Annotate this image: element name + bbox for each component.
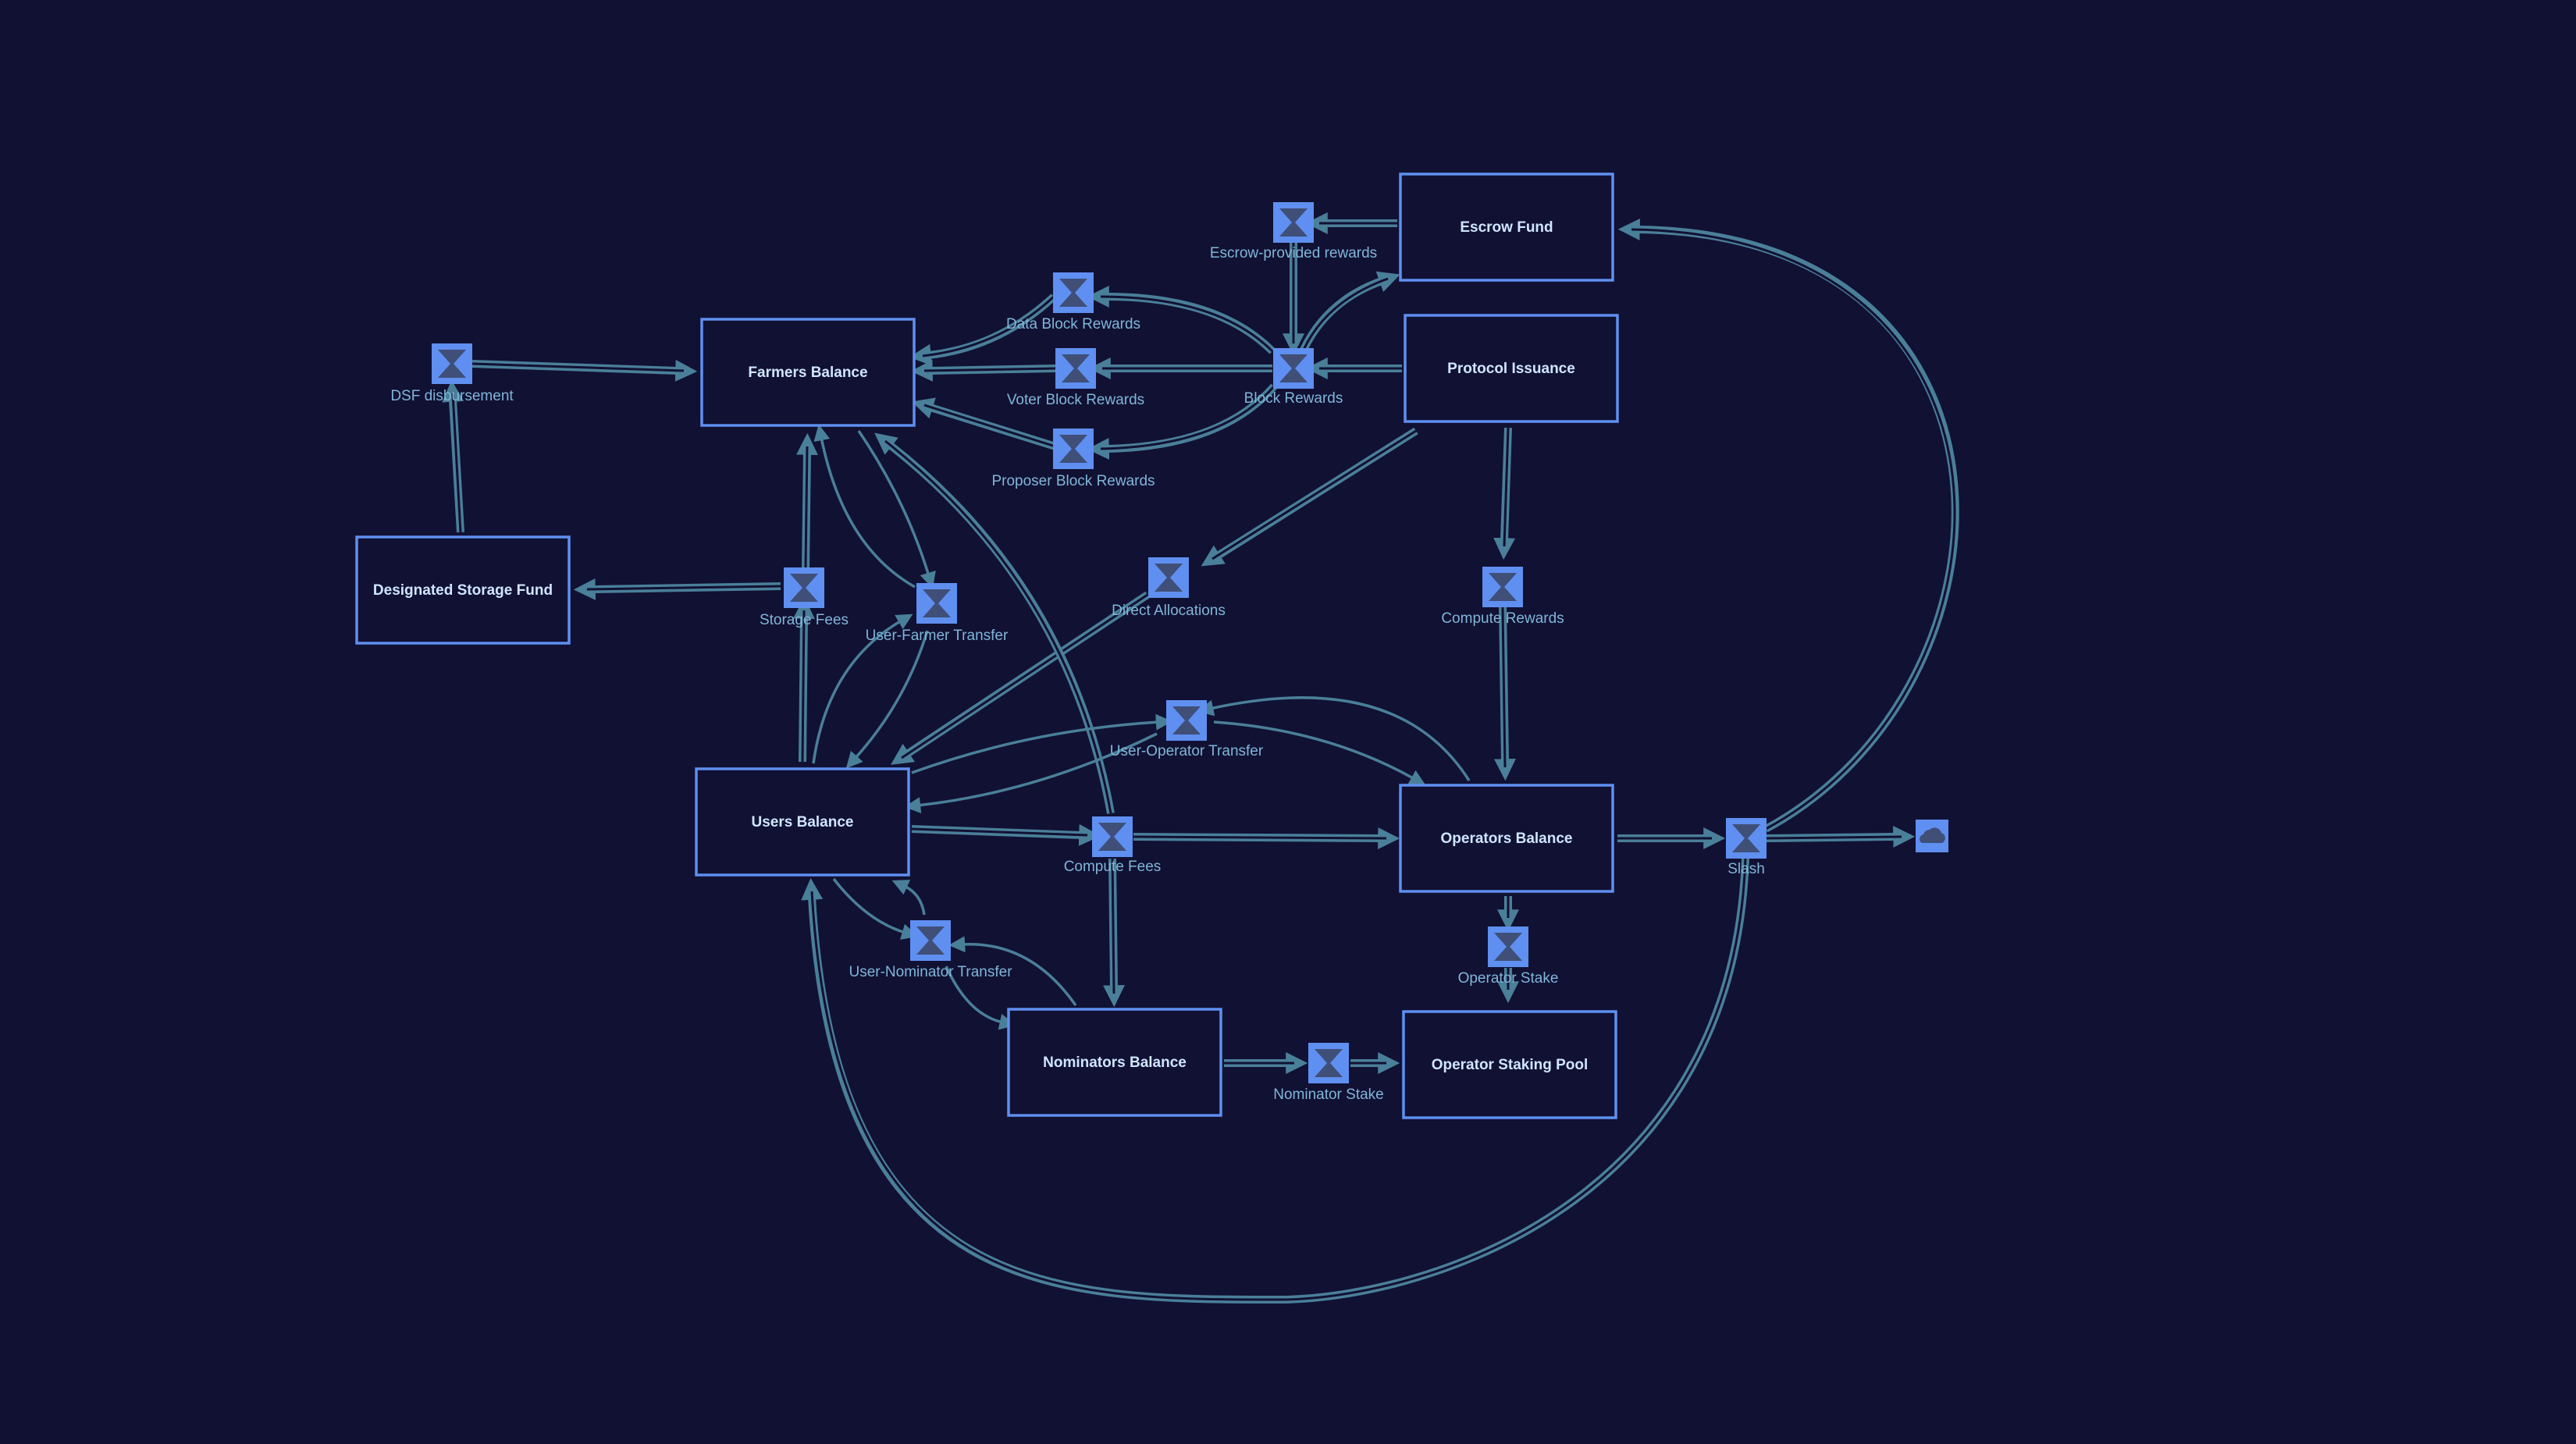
hourglass-valve-icon[interactable] (784, 567, 824, 608)
flow-label-direct-allocations: Direct Allocations (1112, 603, 1226, 619)
flow-label-slash: Slash (1727, 861, 1765, 877)
flow-valves (432, 202, 1767, 1083)
stock-label: Designated Storage Fund (373, 582, 553, 599)
stock-label: Users Balance (752, 814, 854, 830)
pipe-dsf-to-dsf-valve (442, 379, 464, 533)
link-user-nominator-valve-to-users (891, 880, 926, 916)
flow-label-storage-fees: Storage Fees (760, 612, 849, 628)
flow-label-user-nominator-transfer: User-Nominator Transfer (849, 964, 1012, 980)
pipe-block-rewards-to-proposer-valve (1087, 383, 1277, 460)
stocks: Escrow Fund Protocol Issuance Farmers Ba… (355, 172, 1619, 1119)
pipe-issuance-to-compute-valve (1493, 427, 1516, 560)
hourglass-valve-icon[interactable] (1273, 348, 1314, 389)
pipe-compute-fees-valve-to-nominators (1102, 858, 1125, 1008)
hourglass-valve-icon[interactable] (1148, 557, 1189, 598)
pipe-data-valve-to-farmers (909, 293, 1057, 366)
stock-label: Escrow Fund (1460, 219, 1553, 236)
link-farmers-to-user-farmer-valve (857, 430, 936, 589)
link-nominators-to-user-nominator-valve (948, 936, 1077, 1007)
hourglass-valve-icon[interactable] (1166, 700, 1207, 741)
pipe-compute-valve-to-operators (1493, 606, 1516, 781)
pipe-issuance-to-direct-valve (1201, 427, 1418, 567)
hourglass-valve-icon[interactable] (916, 583, 957, 624)
stock-label: Operators Balance (1441, 830, 1573, 847)
flow-label-user-farmer-transfer: User-Farmer Transfer (866, 628, 1009, 644)
link-user-nominator-valve-to-nominators (945, 966, 1016, 1030)
link-user-farmer-valve-to-farmers (813, 424, 916, 589)
hourglass-valve-icon[interactable] (1053, 429, 1094, 469)
stock-nominators-balance[interactable]: Nominators Balance (1007, 1008, 1222, 1117)
hourglass-valve-icon[interactable] (1308, 1043, 1349, 1083)
flow-label-compute-fees: Compute Fees (1064, 859, 1162, 875)
link-users-to-user-farmer-valve (812, 614, 913, 764)
hourglass-valve-icon[interactable] (1726, 818, 1767, 859)
flow-label-data-block-rewards: Data Block Rewards (1006, 316, 1140, 333)
link-users-to-user-nominator-valve (832, 877, 919, 940)
pipe-storage-valve-to-farmers (795, 432, 818, 569)
link-user-operator-valve-to-operators (1213, 720, 1426, 786)
flow-label-escrow-provided-rewards: Escrow-provided rewards (1210, 245, 1377, 261)
cloud-sink-icon[interactable] (1916, 820, 1948, 852)
stock-operator-staking-pool[interactable]: Operator Staking Pool (1402, 1010, 1617, 1119)
stock-label: Nominators Balance (1043, 1055, 1187, 1071)
stock-farmers-balance[interactable]: Farmers Balance (700, 318, 916, 427)
hourglass-valve-icon[interactable] (1055, 348, 1096, 389)
stock-escrow-fund[interactable]: Escrow Fund (1399, 172, 1614, 282)
stock-label: Protocol Issuance (1447, 361, 1575, 377)
pipe-dsf-valve-to-farmers (471, 359, 698, 382)
stock-label: Operator Staking Pool (1432, 1057, 1589, 1073)
flow-label-dsf-disbursement: DSF disbursement (390, 388, 514, 404)
flow-label-operator-stake: Operator Stake (1458, 970, 1559, 987)
pipe-slash-valve-to-escrow (1617, 219, 1959, 833)
hourglass-valve-icon[interactable] (432, 343, 472, 384)
hourglass-valve-icon[interactable] (1273, 202, 1314, 243)
flow-label-block-rewards: Block Rewards (1244, 390, 1343, 407)
pipe-proposer-valve-to-farmers (911, 397, 1057, 450)
stock-designated-storage-fund[interactable]: Designated Storage Fund (355, 535, 571, 645)
link-operators-to-user-operator-valve (1197, 696, 1471, 781)
pipe-block-rewards-to-escrow (1300, 271, 1400, 352)
hourglass-valve-icon[interactable] (1488, 927, 1528, 967)
flow-label-proposer-block-rewards: Proposer Block Rewards (991, 473, 1155, 489)
pipe-block-rewards-to-data-valve (1087, 286, 1276, 354)
link-users-to-user-operator-valve (911, 713, 1172, 774)
link-user-operator-valve-to-users (904, 732, 1158, 813)
hourglass-valve-icon[interactable] (1092, 816, 1133, 857)
flow-label-user-operator-transfer: User-Operator Transfer (1110, 743, 1264, 759)
pipe-direct-valve-to-users (890, 591, 1150, 765)
stock-operators-balance[interactable]: Operators Balance (1399, 784, 1614, 893)
stock-protocol-issuance[interactable]: Protocol Issuance (1404, 314, 1619, 423)
link-user-farmer-valve-to-users (845, 630, 929, 769)
pipe-users-to-compute-fees-valve (911, 823, 1101, 846)
transfer-links (812, 424, 1471, 1030)
pipe-voter-valve-to-farmers (910, 359, 1056, 382)
pipe-users-to-storage-valve (792, 596, 815, 763)
flow-label-compute-rewards: Compute Rewards (1441, 610, 1564, 627)
flow-labels: Escrow-provided rewards Data Block Rewar… (390, 245, 1764, 1103)
flow-pipes (442, 212, 1959, 1304)
pipe-slash-valve-to-users (801, 858, 1749, 1304)
flow-label-voter-block-rewards: Voter Block Rewards (1007, 392, 1144, 408)
pipe-compute-fees-valve-to-farmers (874, 432, 1115, 814)
stock-label: Farmers Balance (748, 365, 867, 381)
pipe-compute-fees-valve-to-operators (1133, 827, 1400, 849)
pipe-storage-valve-to-dsf (573, 578, 781, 600)
flow-label-nominator-stake: Nominator Stake (1273, 1087, 1384, 1103)
hourglass-valve-icon[interactable] (910, 920, 951, 961)
pipe-slash-valve-to-sink (1765, 826, 1916, 848)
hourglass-valve-icon[interactable] (1482, 567, 1523, 607)
stock-users-balance[interactable]: Users Balance (695, 767, 910, 877)
hourglass-valve-icon[interactable] (1053, 272, 1094, 313)
